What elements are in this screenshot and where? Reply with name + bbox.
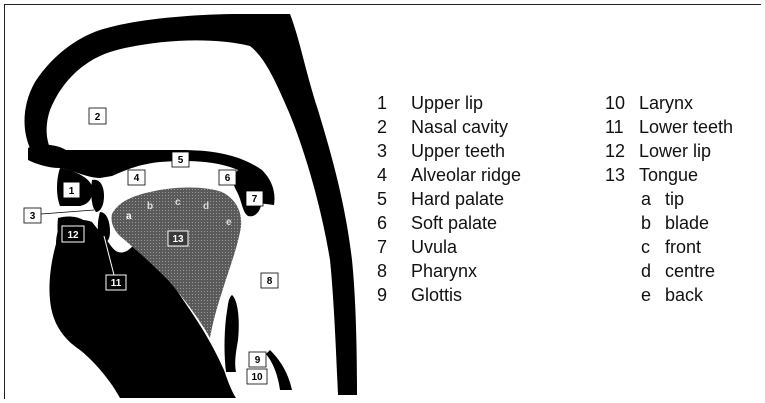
callout-9: 9 xyxy=(249,352,266,367)
svg-text:6: 6 xyxy=(225,173,231,184)
tongue-letter-c: c xyxy=(175,197,181,208)
svg-text:3: 3 xyxy=(30,211,36,222)
svg-text:7: 7 xyxy=(252,194,258,205)
callout-1: 1 xyxy=(63,182,80,198)
callout-7: 7 xyxy=(246,191,263,206)
larynx-shape xyxy=(266,350,292,390)
callout-6: 6 xyxy=(219,170,236,185)
svg-text:12: 12 xyxy=(67,230,79,241)
svg-text:2: 2 xyxy=(95,112,101,123)
pharynx-back-wall xyxy=(225,295,239,372)
svg-text:11: 11 xyxy=(111,278,122,289)
svg-text:1: 1 xyxy=(69,186,75,197)
callout-12: 12 xyxy=(62,226,84,242)
svg-text:10: 10 xyxy=(251,372,263,383)
callout-2: 2 xyxy=(89,108,106,124)
callout-4: 4 xyxy=(128,170,145,185)
svg-text:13: 13 xyxy=(172,234,184,245)
tongue-letter-e: e xyxy=(226,217,232,228)
svg-text:8: 8 xyxy=(267,276,273,287)
svg-text:5: 5 xyxy=(178,155,184,166)
callout-8: 8 xyxy=(261,273,278,288)
svg-text:4: 4 xyxy=(134,173,140,184)
upper-tooth xyxy=(91,180,104,212)
svg-text:9: 9 xyxy=(255,355,261,366)
callout-10: 10 xyxy=(247,369,267,384)
callout-5: 5 xyxy=(172,152,189,167)
callout-13: 13 xyxy=(168,231,188,246)
tongue-letter-d: d xyxy=(203,201,209,212)
vocal-tract-diagram: 1 2 3 4 5 6 7 8 9 10 11 1 xyxy=(0,0,370,403)
tongue-letter-b: b xyxy=(147,201,153,212)
tongue-letter-a: a xyxy=(126,211,132,222)
